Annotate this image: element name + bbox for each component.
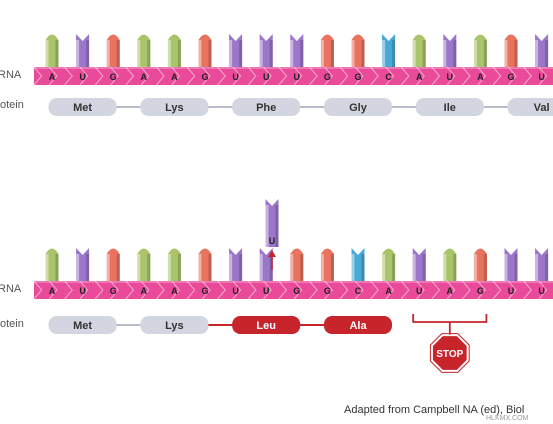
normal-row-label: RNA [0, 69, 22, 81]
mutant-base-letter: G [477, 286, 484, 296]
normal-base-letter: A [416, 72, 423, 82]
normal-amino-acid: Gly [324, 98, 392, 116]
stop-sign-icon [429, 333, 470, 373]
normal-base-letter: U [538, 72, 545, 82]
mutant-base-letter: A [49, 286, 56, 296]
normal-base-letter: A [49, 72, 56, 82]
normal-amino-acid: Met [48, 98, 117, 116]
mutant-base-letter: U [416, 286, 423, 296]
normal-base-letter: A [141, 72, 148, 82]
svg-text:Lys: Lys [165, 320, 184, 332]
normal-base-letter: G [201, 72, 208, 82]
mutant-amino-acid: Lys [140, 316, 209, 334]
svg-text:U: U [269, 236, 276, 246]
normal-base-letter: G [507, 72, 514, 82]
svg-text:Lys: Lys [165, 102, 184, 114]
normal-base-letter: G [324, 72, 331, 82]
svg-text:Ala: Ala [349, 320, 367, 332]
svg-text:Ile: Ile [444, 102, 456, 114]
normal-base-letter: A [171, 72, 178, 82]
normal-amino-acid: Lys [140, 98, 209, 116]
mutant-row-label: RNA [0, 283, 22, 295]
mutant-base-letter: A [171, 286, 178, 296]
svg-text:Gly: Gly [349, 102, 368, 114]
svg-text:Leu: Leu [256, 320, 276, 332]
svg-text:Val: Val [534, 102, 550, 114]
mutant-base-letter: A [447, 286, 454, 296]
mutant-amino-acid: Met [48, 316, 117, 334]
mutant-base-letter: U [508, 286, 515, 296]
normal-base-letter: U [79, 72, 86, 82]
normal-base-letter: A [477, 72, 484, 82]
mutant-amino-acid-changed: Leu [232, 316, 301, 334]
deleted-base: U [265, 199, 279, 247]
normal-base-letter: G [354, 72, 361, 82]
mutant-base-letter: G [324, 286, 331, 296]
watermark: HLKMX.COM [486, 415, 529, 422]
mutant-base-letter: G [293, 286, 300, 296]
stop-label: STOP [436, 349, 463, 360]
normal-base-letter: U [232, 72, 239, 82]
mutant-base-letter: U [263, 286, 270, 296]
normal-base-letter: C [385, 72, 392, 82]
mutant-base-letter: C [355, 286, 362, 296]
svg-text:Met: Met [73, 102, 92, 114]
svg-text:Met: Met [73, 320, 92, 332]
mutant-protein-label: otein [0, 318, 24, 330]
normal-base-letter: U [263, 72, 270, 82]
normal-base-letter: G [110, 72, 117, 82]
normal-amino-acid: Ile [415, 98, 484, 116]
svg-text:Phe: Phe [256, 102, 276, 114]
mutant-base-letter: G [110, 286, 117, 296]
deletion-arrowhead [268, 250, 276, 257]
mutant-base-letter: A [385, 286, 392, 296]
source-credit: Adapted from Campbell NA (ed), Biol [344, 404, 525, 416]
normal-protein-label: otein [0, 99, 24, 111]
mutant-base-letter: U [79, 286, 86, 296]
mutant-rna-strip [33, 280, 553, 300]
normal-base-letter: U [294, 72, 301, 82]
mutant-amino-acid-changed: Ala [324, 316, 392, 334]
mutant-base-letter: U [538, 286, 545, 296]
normal-amino-acid: Phe [232, 98, 301, 116]
mutant-base-letter: U [232, 286, 239, 296]
normal-amino-acid: Val [507, 98, 553, 116]
mutant-base-letter: A [141, 286, 148, 296]
normal-rna-strip [33, 66, 553, 86]
stop-codon-bracket [412, 314, 488, 323]
mutant-base-letter: G [201, 286, 208, 296]
normal-base-letter: U [447, 72, 454, 82]
